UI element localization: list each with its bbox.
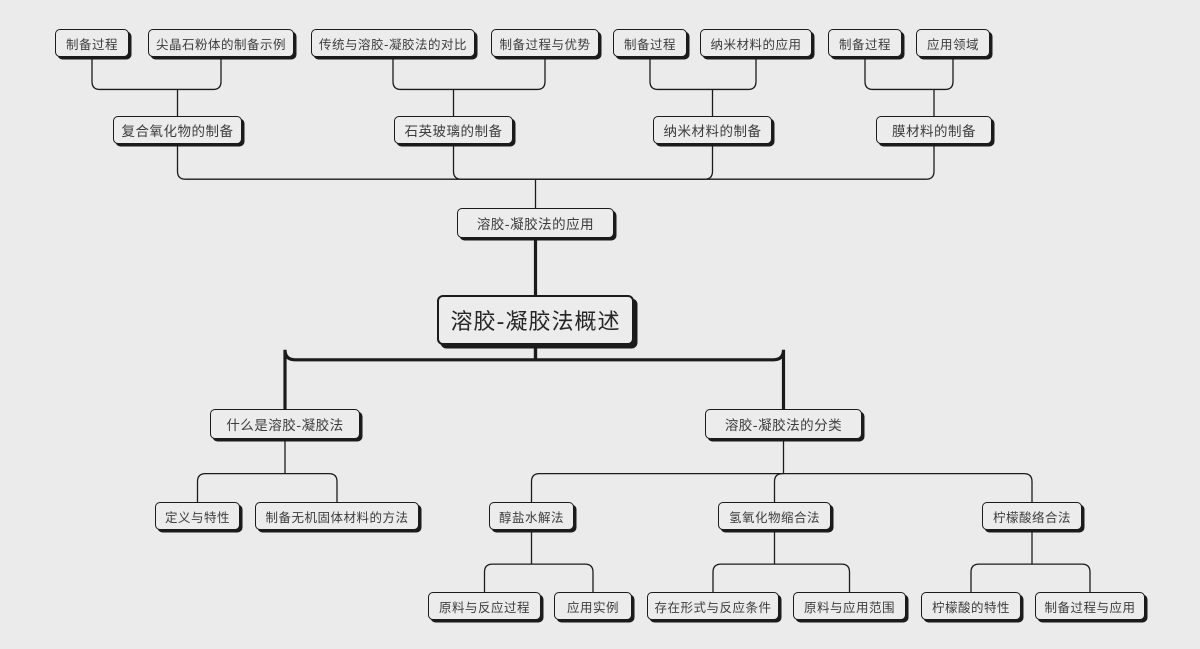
connector-cls1-to-l1 — [483, 563, 532, 592]
mindmap-node-c6[interactable]: 纳米材料的应用 — [700, 29, 812, 57]
mindmap-node-app-nano[interactable]: 纳米材料的制备 — [653, 116, 772, 144]
mindmap-node-label: 传统与溶胶-凝胶法的对比 — [318, 36, 467, 52]
connector-application-to-app-film — [535, 144, 935, 180]
mindmap-node-label: 纳米材料的应用 — [710, 36, 802, 52]
mindmap-node-label: 溶胶-凝胶法的分类 — [724, 418, 843, 434]
mindmap-node-c8[interactable]: 应用领域 — [916, 29, 990, 57]
mindmap-node-l5[interactable]: 柠檬酸的特性 — [921, 592, 1021, 620]
connector-what-is-to-w2 — [285, 473, 338, 502]
mindmap-node-what-is[interactable]: 什么是溶胶-凝胶法 — [210, 409, 360, 439]
connector-cls3-to-l5 — [970, 563, 1032, 592]
mindmap-node-label: 制备无机固体材料的方法 — [265, 509, 409, 525]
mindmap-node-label: 什么是溶胶-凝胶法 — [226, 418, 344, 434]
mindmap-node-c2[interactable]: 尖晶石粉体的制备示例 — [148, 29, 294, 57]
mindmap-node-label: 制备过程 — [623, 36, 676, 52]
mindmap-node-application[interactable]: 溶胶-凝胶法的应用 — [457, 208, 614, 238]
mindmap-node-app-quartz[interactable]: 石英玻璃的制备 — [394, 116, 513, 144]
mindmap-node-l2[interactable]: 应用实例 — [554, 592, 632, 620]
mindmap-node-label: 膜材料的制备 — [892, 124, 976, 140]
connector-app-quartz-to-c4 — [453, 57, 546, 91]
mindmap-node-l3[interactable]: 存在形式与反应条件 — [647, 592, 779, 620]
mindmap-node-c7[interactable]: 制备过程 — [828, 29, 902, 57]
mindmap-node-l6[interactable]: 制备过程与应用 — [1035, 592, 1145, 620]
mindmap-node-label: 石英玻璃的制备 — [404, 124, 503, 140]
mindmap-node-cls1[interactable]: 醇盐水解法 — [489, 502, 574, 530]
mindmap-node-label: 制备过程与应用 — [1044, 599, 1136, 615]
mindmap-node-label: 制备过程 — [65, 36, 118, 52]
mindmap-node-c1[interactable]: 制备过程 — [55, 29, 129, 57]
mindmap-node-w2[interactable]: 制备无机固体材料的方法 — [255, 502, 419, 530]
mindmap-node-app-film[interactable]: 膜材料的制备 — [876, 116, 992, 144]
mindmap-node-label: 原料与应用范围 — [803, 599, 895, 615]
mindmap-node-label: 制备过程与优势 — [499, 36, 591, 52]
mindmap-node-label: 纳米材料的制备 — [663, 124, 762, 140]
mindmap-node-c3[interactable]: 传统与溶胶-凝胶法的对比 — [311, 29, 475, 57]
mindmap-node-label: 制备过程 — [838, 36, 891, 52]
mindmap-node-label: 氢氧化物缩合法 — [728, 509, 820, 525]
connector-root-to-what-is — [283, 349, 536, 439]
connector-app-film-to-c7 — [864, 57, 934, 91]
mindmap-node-cls2[interactable]: 氢氧化物缩合法 — [718, 502, 831, 530]
mindmap-node-cls3[interactable]: 柠檬酸络合法 — [982, 502, 1082, 530]
connector-cls2-to-l3 — [712, 563, 775, 592]
connector-classification-to-cls3 — [783, 473, 1033, 502]
mindmap-node-label: 定义与特性 — [164, 509, 230, 525]
connector-cls3-to-l6 — [1032, 563, 1091, 592]
mindmap-node-classification[interactable]: 溶胶-凝胶法的分类 — [705, 409, 862, 439]
mindmap-node-l1[interactable]: 原料与反应过程 — [428, 592, 541, 620]
connector-application-to-app-quartz — [452, 144, 536, 180]
mindmap-node-label: 存在形式与反应条件 — [654, 599, 772, 615]
mindmap-node-label: 尖晶石粉体的制备示例 — [155, 36, 286, 52]
connector-what-is-to-w1 — [196, 473, 285, 502]
connector-cls2-to-l4 — [774, 563, 851, 592]
mindmap-node-label: 柠檬酸络合法 — [992, 509, 1071, 525]
connector-app-composite-to-c1 — [91, 57, 178, 91]
mindmap-node-label: 柠檬酸的特性 — [931, 599, 1010, 615]
connector-app-nano-to-c6 — [712, 57, 757, 91]
connector-app-nano-to-c5 — [649, 57, 713, 91]
connector-cls1-to-l2 — [531, 563, 594, 592]
mindmap-node-label: 应用实例 — [566, 599, 619, 615]
connector-application-to-app-composite — [176, 144, 536, 180]
mindmap-node-root[interactable]: 溶胶-凝胶法概述 — [437, 295, 634, 345]
mindmap-node-c4[interactable]: 制备过程与优势 — [491, 29, 599, 57]
mindmap-node-label: 醇盐水解法 — [498, 509, 564, 525]
mindmap-node-l4[interactable]: 原料与应用范围 — [793, 592, 906, 620]
connector-application-to-app-nano — [535, 144, 714, 180]
connector-app-composite-to-c2 — [177, 57, 222, 91]
mindmap-node-c5[interactable]: 制备过程 — [613, 29, 687, 57]
connector-root-to-classification — [535, 349, 786, 439]
mindmap-node-app-composite[interactable]: 复合氧化物的制备 — [113, 116, 242, 144]
connector-classification-to-cls2 — [773, 473, 784, 502]
mindmap-node-w1[interactable]: 定义与特性 — [155, 502, 240, 530]
connector-classification-to-cls1 — [530, 473, 784, 502]
connector-app-film-to-c8 — [934, 57, 954, 91]
mindmap-node-label: 原料与反应过程 — [438, 599, 530, 615]
mindmap-node-label: 复合氧化物的制备 — [121, 124, 234, 140]
mindmap-node-label: 应用领域 — [926, 36, 979, 52]
connector-app-quartz-to-c3 — [392, 57, 454, 91]
mindmap-node-label: 溶胶-凝胶法概述 — [450, 310, 621, 335]
mindmap-node-label: 溶胶-凝胶法的应用 — [476, 217, 595, 233]
